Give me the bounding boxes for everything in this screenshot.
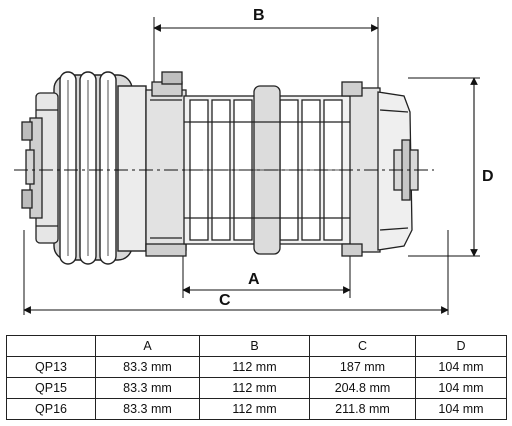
value-cell-c: 187 mm [309, 356, 416, 378]
header-cell-c: C [309, 335, 416, 357]
value-cell-b: 112 mm [199, 356, 310, 378]
value-cell-b: 112 mm [199, 377, 310, 399]
value-cell-a: 83.3 mm [95, 398, 200, 420]
dimension-d: D [470, 77, 494, 257]
dimension-a-label: A [248, 271, 260, 288]
dimension-d-label: D [482, 168, 494, 185]
model-cell: QP15 [6, 377, 96, 399]
value-cell-a: 83.3 mm [95, 377, 200, 399]
value-cell-c: 204.8 mm [309, 377, 416, 399]
dimension-b: B [153, 7, 379, 32]
value-cell-d: 104 mm [415, 398, 507, 420]
compressor-diagram: B A C D [14, 7, 494, 315]
header-cell-d: D [415, 335, 507, 357]
pulley [53, 71, 147, 265]
value-cell-c: 211.8 mm [309, 398, 416, 420]
header-cell-a: A [95, 335, 200, 357]
model-cell: QP16 [6, 398, 96, 420]
dimension-a: A [182, 271, 351, 294]
rear-head [341, 81, 419, 257]
header-cell-b: B [199, 335, 310, 357]
dimension-c-label: C [219, 292, 231, 309]
specifications-table: A B C D QP13 83.3 mm 112 mm 187 mm 104 m… [6, 335, 507, 420]
table-row: QP16 83.3 mm 112 mm 211.8 mm 104 mm [6, 398, 507, 420]
table-row: QP13 83.3 mm 112 mm 187 mm 104 mm [6, 356, 507, 378]
value-cell-b: 112 mm [199, 398, 310, 420]
model-cell: QP13 [6, 356, 96, 378]
clutch-hub [21, 92, 59, 244]
value-cell-d: 104 mm [415, 356, 507, 378]
value-cell-a: 83.3 mm [95, 356, 200, 378]
header-cell-blank [6, 335, 96, 357]
value-cell-d: 104 mm [415, 377, 507, 399]
table-row: QP15 83.3 mm 112 mm 204.8 mm 104 mm [6, 377, 507, 399]
dimension-b-label: B [253, 7, 265, 24]
table-header-row: A B C D [6, 335, 507, 357]
dimension-c: C [23, 292, 449, 314]
front-housing [145, 71, 187, 257]
